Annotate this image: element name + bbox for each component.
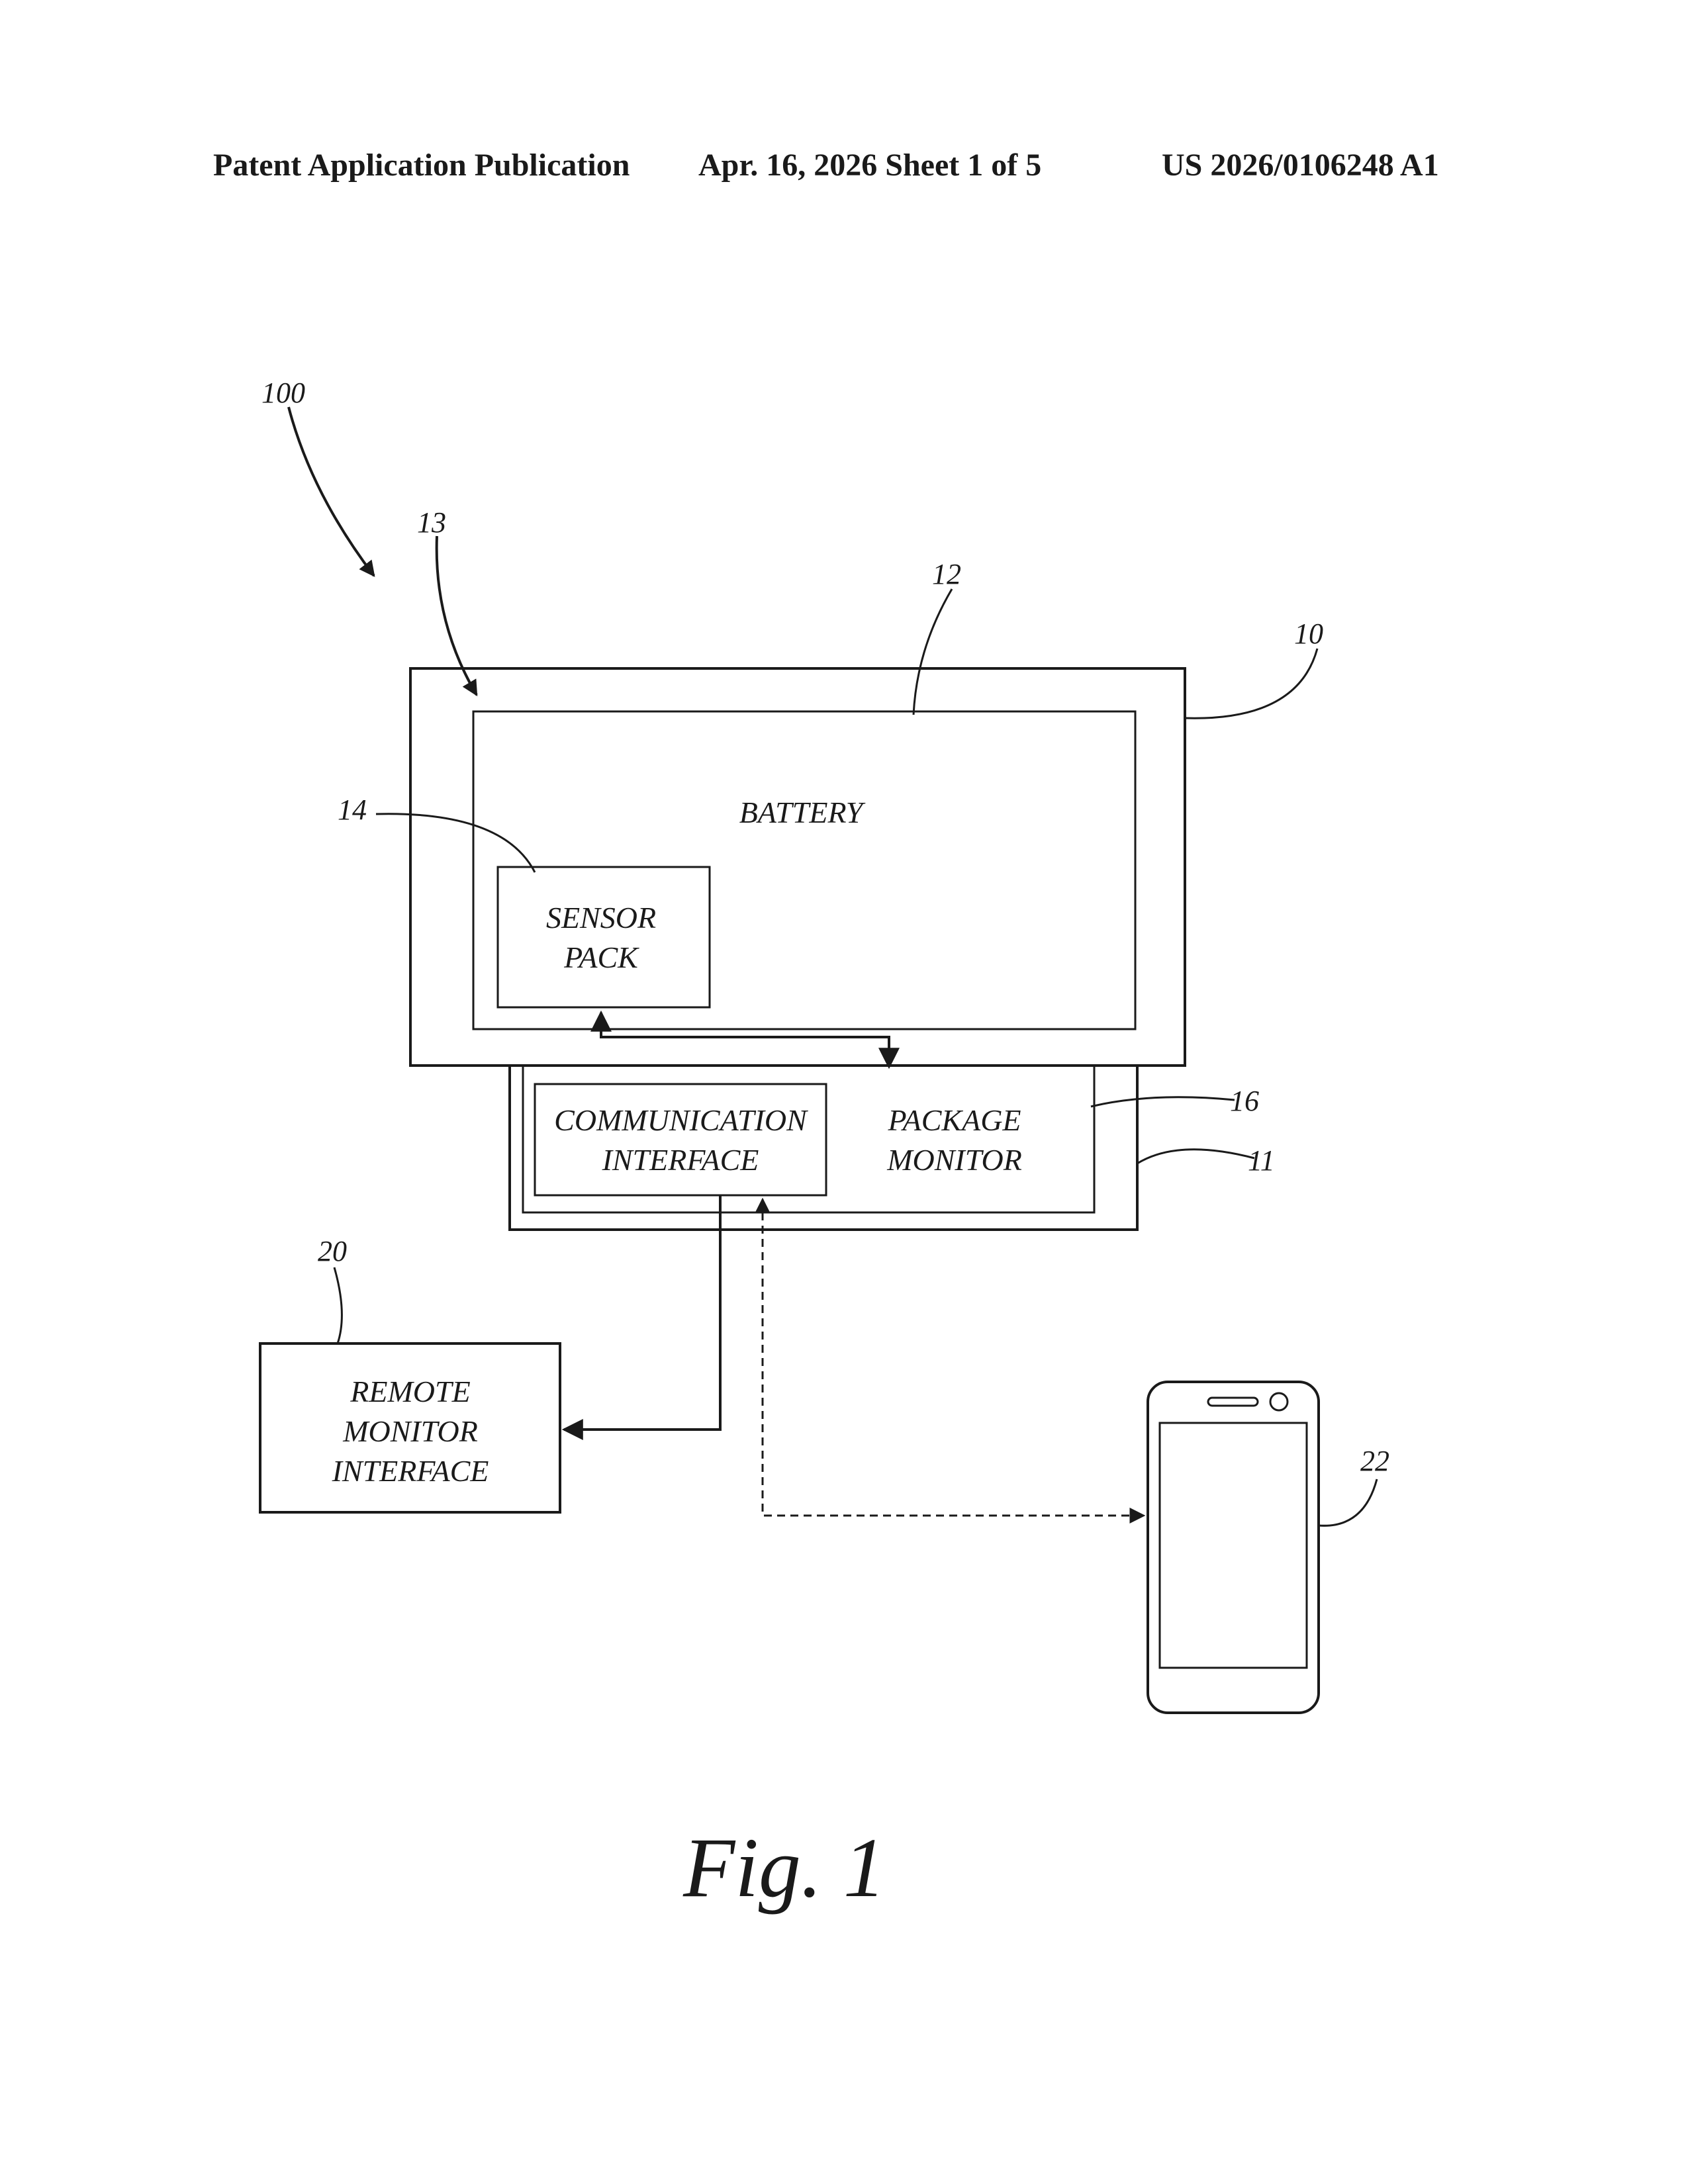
- leader-11: [1137, 1150, 1254, 1163]
- remote-monitor-label-2: MONITOR: [342, 1414, 478, 1448]
- comm-interface-label-1: COMMUNICATION: [554, 1103, 808, 1137]
- leader-16: [1091, 1097, 1235, 1107]
- leader-10: [1185, 649, 1317, 718]
- sensor-pack-box: [498, 867, 710, 1007]
- battery-label: BATTERY: [739, 796, 866, 829]
- remote-monitor-label-1: REMOTE: [350, 1375, 470, 1408]
- ref-14: 14: [338, 794, 367, 826]
- ref-12: 12: [932, 558, 961, 590]
- remote-monitor-label-3: INTERFACE: [332, 1454, 489, 1488]
- ref-22: 22: [1360, 1445, 1389, 1477]
- wireless-link-arrow: [763, 1199, 1144, 1516]
- ref-10: 10: [1294, 617, 1323, 650]
- ref-100: 100: [261, 377, 305, 409]
- leader-13: [437, 536, 477, 695]
- package-monitor-label-1: PACKAGE: [887, 1103, 1021, 1137]
- comm-interface-box: [535, 1084, 826, 1195]
- comm-interface-label-2: INTERFACE: [602, 1143, 759, 1177]
- battery-box: [473, 711, 1135, 1029]
- figure-caption: Fig. 1: [682, 1821, 886, 1915]
- mobile-device-icon: [1148, 1382, 1319, 1713]
- leader-100: [289, 407, 374, 576]
- sensor-link-arrow: [601, 1013, 889, 1067]
- ref-11: 11: [1248, 1144, 1275, 1177]
- ref-13: 13: [417, 506, 446, 539]
- leader-12: [914, 589, 952, 715]
- ref-20: 20: [318, 1235, 347, 1267]
- leader-22: [1319, 1479, 1377, 1525]
- sensor-pack-label-2: PACK: [563, 940, 639, 974]
- package-monitor-label-2: MONITOR: [886, 1143, 1022, 1177]
- leader-20: [334, 1267, 342, 1343]
- leader-14: [376, 814, 535, 872]
- package-monitor-box: [523, 1066, 1094, 1212]
- sensor-pack-label-1: SENSOR: [546, 901, 656, 934]
- ref-16: 16: [1230, 1085, 1259, 1117]
